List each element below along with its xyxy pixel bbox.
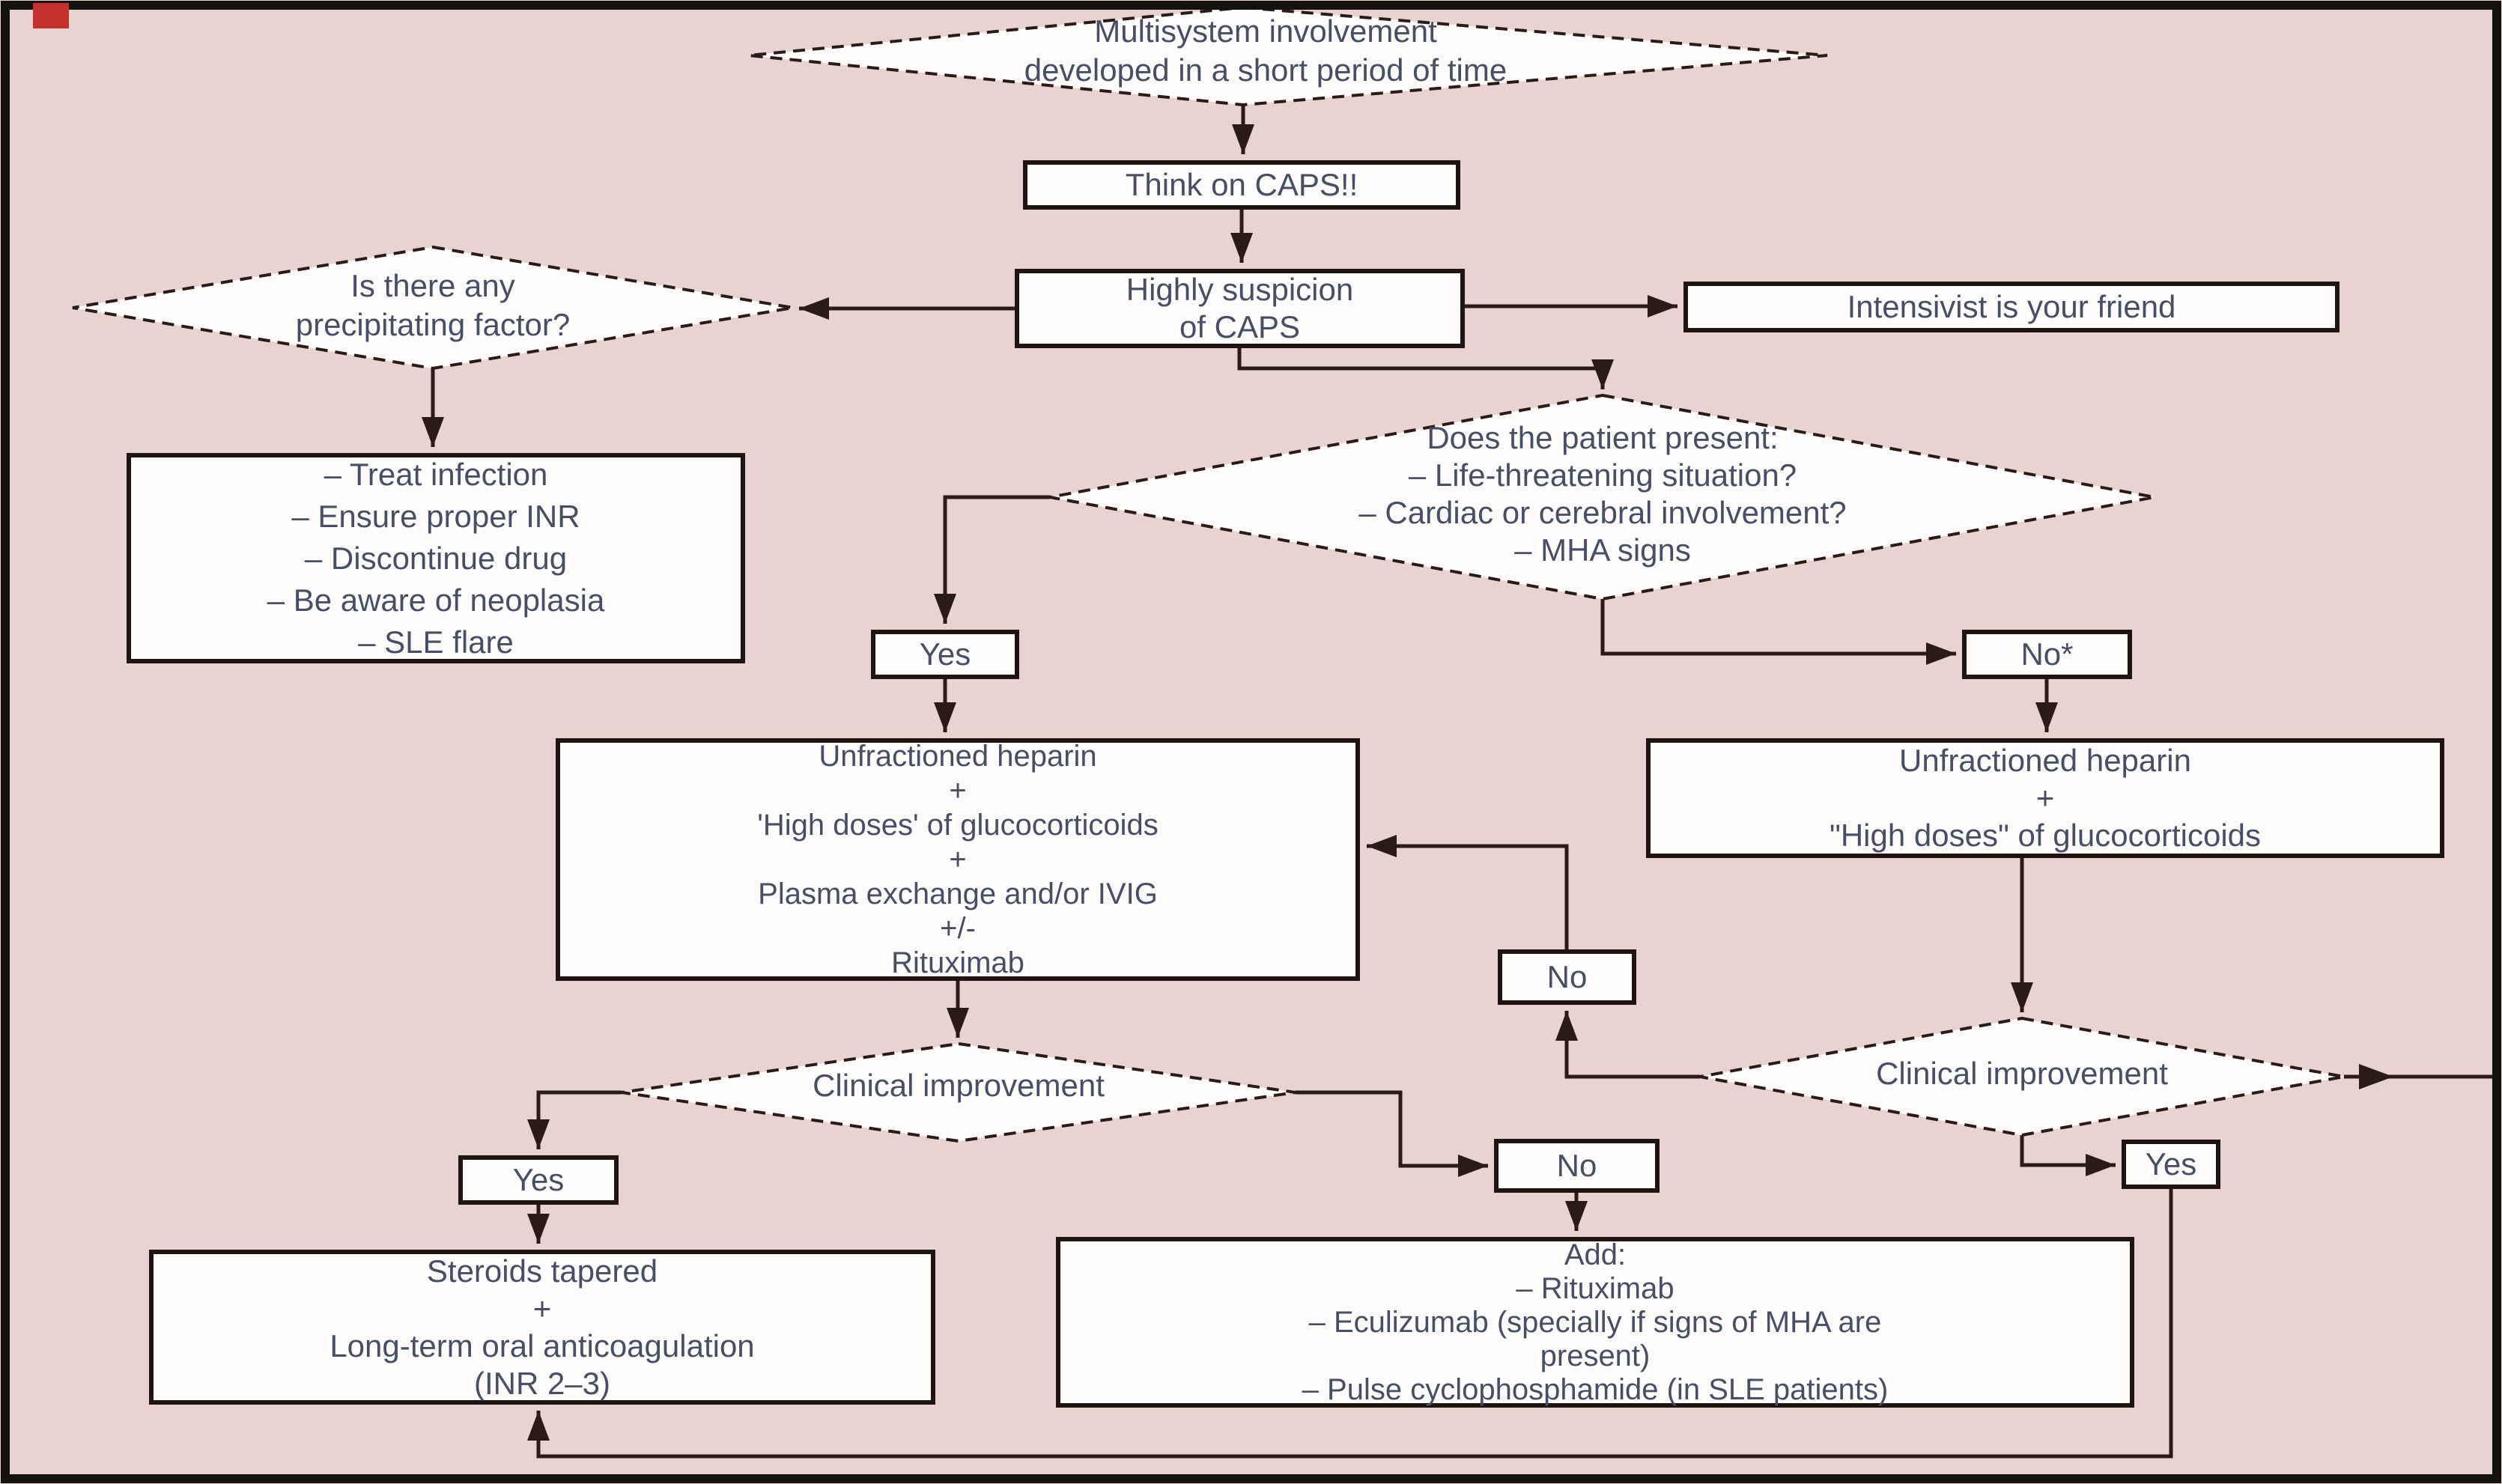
edge-suspicion-to-patient [1237, 348, 1614, 389]
node-highly-suspicion: Highly suspicion of CAPS [1015, 269, 1465, 348]
node-treatment-severe: Unfractioned heparin + 'High doses' of g… [556, 738, 1360, 981]
edge-clinical-right-to-no-feedback [1555, 1011, 1700, 1079]
label-clinical-improvement-left: Clinical improvement [813, 1068, 1105, 1103]
edge-yes-bottom-rail-to-steroids [527, 1189, 2173, 1459]
node-no-star: No* [1962, 630, 2132, 679]
node-precipitating-actions: – Treat infection – Ensure proper INR – … [127, 453, 745, 663]
diamond-clinical-improvement-left [621, 1041, 1296, 1143]
edge-patient-to-no-star [1600, 599, 1956, 665]
node-treatment-mild: Unfractioned heparin + "High doses" of g… [1646, 738, 2444, 858]
edge-clinical-left-to-yes [527, 1090, 622, 1149]
label-precipitating-factor: Is there any precipitating factor? [295, 268, 571, 342]
edge-clinical-left-to-no [1296, 1090, 1488, 1177]
node-add-therapy: Add: – Rituximab – Eculizumab (specially… [1056, 1237, 2134, 1408]
stub-arrowhead-icon [2359, 1064, 2393, 1089]
node-no-feedback: No [1498, 949, 1636, 1005]
red-corner-mark [33, 3, 69, 28]
edge-no-feedback-to-treatment-severe [1367, 835, 1569, 949]
edge-clinical-right-to-yes [2020, 1135, 2116, 1176]
label-patient-present: Does the patient present: – Life-threate… [1358, 420, 1847, 568]
node-yes-improve-right: Yes [2122, 1140, 2220, 1189]
diamond-patient-present [1049, 393, 2155, 601]
node-yes-improve-left: Yes [458, 1155, 619, 1205]
node-yes-severe: Yes [871, 630, 1019, 679]
node-intensivist: Intensivist is your friend [1683, 282, 2339, 332]
diamond-clinical-improvement-right [1699, 1016, 2345, 1137]
label-multisystem: Multisystem involvement developed in a s… [1024, 13, 1507, 88]
label-clinical-improvement-right: Clinical improvement [1876, 1056, 2168, 1091]
edge-patient-to-yes [934, 495, 1050, 624]
node-no-improve-left: No [1494, 1139, 1660, 1193]
node-think-on-caps: Think on CAPS!! [1023, 160, 1460, 210]
node-steroids-tapered: Steroids tapered + Long-term oral antico… [149, 1250, 935, 1405]
